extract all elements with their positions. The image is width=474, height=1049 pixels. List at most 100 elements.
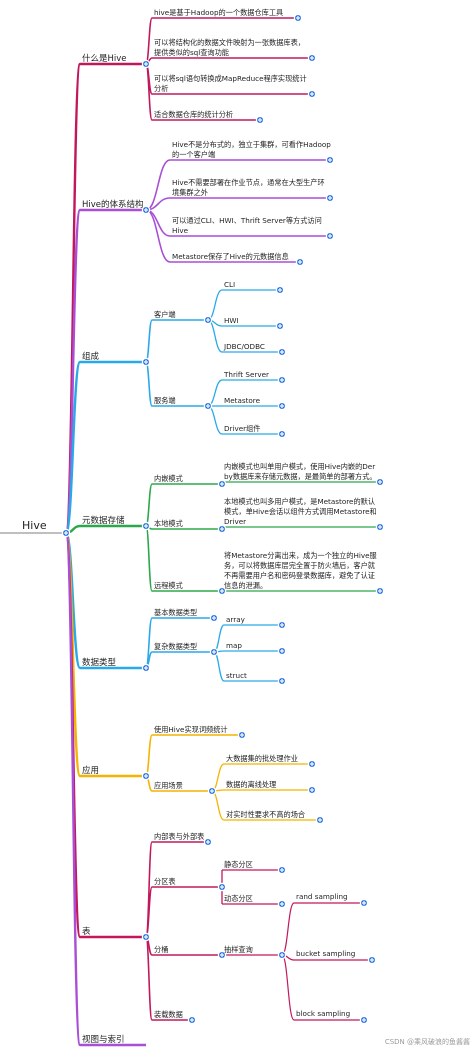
- expand-plus-icon[interactable]: [217, 479, 227, 489]
- expand-plus-icon[interactable]: [209, 647, 219, 657]
- expand-plus-icon[interactable]: [217, 586, 227, 596]
- node-label: Hive不需要部署在作业节点，通常在大型生产环境集群之外: [172, 178, 325, 197]
- node-label-line: 可以通过CLI、HWI、Thrift Server等方式访问: [172, 216, 322, 225]
- node-label-line: block sampling: [296, 1009, 350, 1018]
- expand-plus-icon[interactable]: [293, 13, 303, 23]
- expand-plus-icon[interactable]: [217, 882, 227, 892]
- expand-plus-icon[interactable]: [277, 646, 287, 656]
- expand-plus-icon[interactable]: [375, 522, 385, 532]
- connector-line: [64, 360, 82, 535]
- expand-plus-icon[interactable]: [203, 315, 213, 325]
- plus-bar-v: [329, 233, 331, 239]
- expand-plus-icon[interactable]: [275, 285, 285, 295]
- node-label: 可以将sql语句转换成MapReduce程序实现统计分析: [154, 74, 307, 93]
- plus-bar-v: [311, 91, 313, 97]
- connector-line: [145, 483, 153, 527]
- node-label: 大数据集的批处理作业: [226, 754, 298, 763]
- node-label: 表: [82, 926, 91, 937]
- plus-bar-v: [145, 207, 147, 213]
- node-label-line: 模式，单Hive会话以组件方式调用Metastore和: [224, 507, 377, 516]
- expand-plus-icon[interactable]: [61, 528, 71, 538]
- expand-plus-icon[interactable]: [277, 347, 287, 357]
- expand-plus-icon[interactable]: [217, 524, 227, 534]
- expand-plus-icon[interactable]: [277, 950, 287, 960]
- expand-plus-icon[interactable]: [203, 837, 213, 847]
- plus-bar-v: [363, 1017, 365, 1023]
- connector-line: [145, 361, 153, 407]
- node-label-line: Hive: [172, 226, 189, 235]
- expand-plus-icon[interactable]: [141, 205, 151, 215]
- node-label-line: 表: [82, 926, 91, 937]
- expand-plus-icon[interactable]: [217, 950, 227, 960]
- expand-plus-icon[interactable]: [315, 815, 325, 825]
- expand-plus-icon[interactable]: [141, 663, 151, 673]
- node-label: Driver组件: [224, 424, 261, 433]
- connector-line: [213, 624, 225, 653]
- expand-plus-icon[interactable]: [141, 357, 151, 367]
- expand-plus-icon[interactable]: [255, 115, 265, 125]
- node-label-line: 内嵌模式: [154, 474, 183, 483]
- plus-bar-v: [281, 377, 283, 383]
- expand-plus-icon[interactable]: [277, 676, 287, 686]
- node-label: 应用: [82, 765, 99, 776]
- node-label: 应用场景: [154, 781, 183, 790]
- expand-plus-icon[interactable]: [141, 932, 151, 942]
- plus-bar-v: [281, 349, 283, 355]
- connector-line: [211, 790, 225, 821]
- plus-bar-v: [319, 817, 321, 823]
- node-label-line: 数据类型: [82, 657, 117, 668]
- plus-bar-v: [207, 317, 209, 323]
- node-label-line: by数据库来存储元数据，是最简单的部署方式。: [224, 472, 377, 481]
- plus-bar-v: [281, 431, 283, 437]
- expand-plus-icon[interactable]: [141, 521, 151, 531]
- node-label: 组成: [82, 351, 100, 362]
- expand-plus-icon[interactable]: [277, 401, 287, 411]
- plus-bar-v: [279, 323, 281, 329]
- expand-plus-icon[interactable]: [141, 771, 151, 781]
- expand-plus-icon[interactable]: [207, 786, 217, 796]
- expand-plus-icon[interactable]: [295, 257, 305, 267]
- node-label: 客户端: [154, 310, 176, 319]
- node-label-line: Driver组件: [224, 424, 261, 433]
- expand-plus-icon[interactable]: [277, 375, 287, 385]
- expand-plus-icon[interactable]: [237, 730, 247, 740]
- node-label: rand sampling: [296, 892, 348, 901]
- expand-plus-icon[interactable]: [325, 193, 335, 203]
- expand-plus-icon[interactable]: [277, 429, 287, 439]
- node-label-line: 务，可以将数据库层完全置于防火墙后，客户就: [224, 561, 375, 570]
- connector-line: [207, 289, 223, 321]
- plus-bar-v: [145, 773, 147, 779]
- expand-plus-icon[interactable]: [359, 1015, 369, 1025]
- expand-plus-icon[interactable]: [141, 59, 151, 69]
- node-label-line: 分区表: [154, 877, 176, 886]
- expand-plus-icon[interactable]: [209, 613, 219, 623]
- expand-plus-icon[interactable]: [307, 785, 317, 795]
- node-label: 本地模式: [154, 519, 183, 528]
- node-label-line: 的一个客户端: [172, 150, 215, 159]
- node-label: 本地模式也叫多用户模式，是Metastore的默认模式，单Hive会话以组件方式…: [224, 497, 377, 526]
- expand-plus-icon[interactable]: [277, 899, 287, 909]
- expand-plus-icon[interactable]: [307, 89, 317, 99]
- expand-plus-icon[interactable]: [275, 321, 285, 331]
- node-label-line: 使用Hive实现词频统计: [154, 725, 228, 734]
- plus-bar-v: [221, 481, 223, 487]
- expand-plus-icon[interactable]: [277, 620, 287, 630]
- plus-bar-v: [279, 287, 281, 293]
- expand-plus-icon[interactable]: [203, 401, 213, 411]
- expand-plus-icon[interactable]: [367, 955, 377, 965]
- plus-bar-v: [371, 957, 373, 963]
- expand-plus-icon[interactable]: [325, 231, 335, 241]
- expand-plus-icon[interactable]: [307, 53, 317, 63]
- node-label: 视图与索引: [82, 1034, 125, 1045]
- node-label: 装载数据: [154, 1010, 183, 1019]
- expand-plus-icon[interactable]: [359, 898, 369, 908]
- expand-plus-icon[interactable]: [277, 865, 287, 875]
- expand-plus-icon[interactable]: [187, 1015, 197, 1025]
- expand-plus-icon[interactable]: [375, 477, 385, 487]
- expand-plus-icon[interactable]: [307, 759, 317, 769]
- node-label: Hive: [22, 519, 47, 532]
- node-label: CLI: [224, 280, 235, 289]
- expand-plus-icon[interactable]: [325, 155, 335, 165]
- node-label: 将Metastore分离出来，成为一个独立的Hive服务，可以将数据库层完全置于…: [224, 551, 377, 590]
- expand-plus-icon[interactable]: [375, 586, 385, 596]
